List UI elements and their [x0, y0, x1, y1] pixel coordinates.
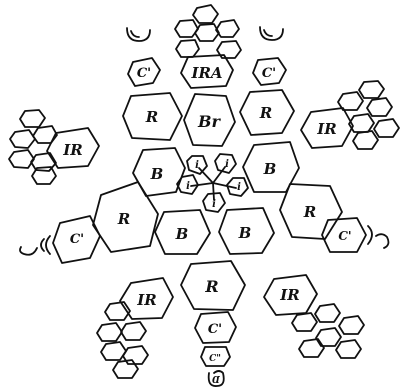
- top-right-hook: [260, 27, 283, 40]
- cluster-hex: [299, 339, 324, 357]
- label-b-bottom-left: B: [175, 225, 189, 243]
- label-r-left: R: [117, 210, 130, 228]
- cluster-hex: [195, 24, 219, 41]
- cluster-hex: [216, 20, 239, 37]
- label-i-4: i: [237, 182, 241, 193]
- label-r-top-right: R: [259, 104, 272, 122]
- label-b-left: B: [150, 165, 164, 183]
- label-c-prime-bottom: C': [208, 322, 222, 337]
- cluster-hex: [292, 313, 317, 331]
- label-c-double-prime: C": [209, 354, 221, 364]
- cluster-hex: [359, 81, 384, 98]
- label-c-prime-top-right: C': [262, 66, 276, 81]
- label-c-prime-left: C': [70, 232, 84, 247]
- left-ir-cluster: [9, 110, 99, 184]
- right-tail-hook: [376, 234, 388, 248]
- cluster-hex: [101, 342, 126, 360]
- label-b-right: B: [263, 160, 277, 178]
- cluster-hex: [349, 114, 374, 132]
- bottom-left-ir-cluster: [97, 278, 173, 378]
- cluster-hex: [193, 5, 218, 23]
- cluster-hex: [176, 40, 199, 57]
- label-ira: IRA: [190, 64, 222, 82]
- star-line: [213, 183, 214, 200]
- cluster-hex: [10, 130, 35, 148]
- label-ir-left: IR: [62, 141, 82, 159]
- label-i-2: i: [225, 159, 229, 170]
- label-br: Br: [197, 112, 222, 131]
- label-r-right: R: [303, 203, 316, 221]
- label-r-bottom: R: [204, 277, 218, 296]
- label-ir-right: IR: [316, 120, 336, 138]
- cluster-hex: [374, 119, 399, 137]
- left-arm: [20, 182, 158, 263]
- label-c-prime-top-left: C': [137, 66, 151, 81]
- top-left-hook: [127, 28, 150, 41]
- cluster-hex: [20, 110, 45, 127]
- label-b-bottom-right: B: [238, 224, 252, 242]
- right-tail-arc: [368, 226, 372, 244]
- label-i-5: i: [212, 199, 216, 210]
- cluster-hex: [336, 340, 361, 358]
- cluster-hex: [175, 20, 198, 37]
- cluster-hex: [33, 126, 57, 143]
- star-line: [199, 168, 213, 183]
- star-line: [191, 183, 213, 186]
- cluster-hex: [97, 323, 122, 341]
- cluster-hex: [9, 150, 34, 168]
- cluster-hex: [113, 360, 138, 378]
- label-i-1: i: [195, 160, 199, 171]
- left-tail-arc: [46, 236, 50, 254]
- left-tail-arc: [41, 239, 44, 251]
- cluster-hex: [32, 167, 56, 184]
- label-i-3: i: [186, 181, 190, 192]
- cluster-hex: [316, 328, 341, 346]
- label-r-top-left: R: [145, 108, 158, 126]
- right-ir-cluster: [301, 81, 399, 149]
- cluster-hex: [339, 316, 364, 334]
- cluster-hex: [338, 92, 363, 110]
- cluster-hex: [367, 98, 392, 116]
- bottom-right-ir-cluster: [264, 275, 364, 358]
- cluster-hex: [353, 131, 378, 149]
- label-ir-bottom-right: IR: [279, 286, 299, 304]
- cluster-hex: [121, 322, 146, 340]
- label-t-mark: Ɑ: [212, 376, 220, 386]
- star-line: [213, 183, 236, 188]
- left-tail-hook: [20, 247, 37, 255]
- label-ir-bottom-left: IR: [136, 291, 156, 309]
- label-c-prime-right: C': [338, 229, 351, 243]
- right-arm: [280, 184, 388, 252]
- cluster-hex: [315, 304, 340, 322]
